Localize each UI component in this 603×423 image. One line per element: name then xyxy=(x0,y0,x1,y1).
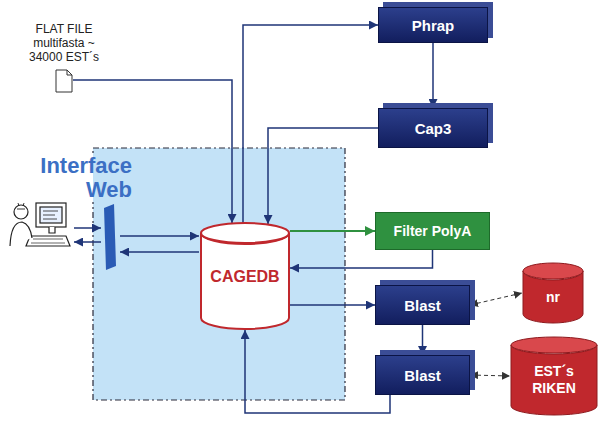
request-arrow xyxy=(74,227,101,229)
node-label: EST´s RIKEN xyxy=(520,363,588,397)
cylinder-top xyxy=(511,337,597,353)
node-label: Blast xyxy=(404,297,441,314)
database-cylinder: CAGEDB xyxy=(200,222,290,330)
process-box: Cap3 xyxy=(378,108,488,148)
node-label: CAGEDB xyxy=(210,268,279,285)
document-page xyxy=(56,70,72,92)
node-label: FLAT FILE multifasta ~ 34000 EST´s xyxy=(18,22,110,64)
node-text-block: EST´s RIKEN xyxy=(520,355,588,397)
node-label: nr xyxy=(546,289,560,306)
query-arrow xyxy=(120,235,199,237)
user-head xyxy=(14,205,28,219)
connector xyxy=(290,304,375,306)
document-fold xyxy=(67,70,72,75)
filter-box: Filter PolyA xyxy=(375,212,490,250)
connector xyxy=(422,325,424,355)
node-text-block: FLAT FILE multifasta ~ 34000 EST´s xyxy=(18,22,110,64)
connector xyxy=(432,43,434,108)
connector xyxy=(268,128,378,224)
web-interface-bar xyxy=(104,204,116,270)
node-text-block: Filter PolyA xyxy=(394,223,472,240)
result-arrow xyxy=(120,251,199,253)
screen xyxy=(40,207,62,223)
user-body xyxy=(10,222,32,246)
connector xyxy=(243,25,378,223)
cylinder-top xyxy=(201,223,289,243)
cylinder-body xyxy=(511,345,597,415)
keyboard xyxy=(26,236,70,246)
screen-lines xyxy=(43,211,58,219)
connector xyxy=(290,230,375,232)
process-box: Phrap xyxy=(378,7,488,43)
connector xyxy=(245,330,390,413)
interface-label: Interface Web xyxy=(30,154,132,202)
keyboard-keys xyxy=(31,239,65,243)
cylinder-body xyxy=(201,233,289,329)
node-text-block: CAGEDB xyxy=(210,268,279,285)
node-label: Blast xyxy=(404,367,441,384)
node-text-block: Phrap xyxy=(412,17,455,34)
node-text-block: Cap3 xyxy=(415,120,452,137)
user-hair xyxy=(17,203,25,209)
node-text-block: Blast xyxy=(404,297,441,314)
connector xyxy=(470,293,522,305)
external-database: nr xyxy=(522,262,584,324)
node-label: Filter PolyA xyxy=(394,223,472,240)
input-file: FLAT FILE multifasta ~ 34000 EST´s xyxy=(18,22,110,94)
monitor-stand xyxy=(49,227,55,233)
external-database: EST´s RIKEN xyxy=(510,336,598,416)
node-label: Cap3 xyxy=(415,120,452,137)
node-text-block: Blast xyxy=(404,367,441,384)
process-box: Blast xyxy=(375,285,470,325)
node-text-block: nr xyxy=(546,281,560,306)
connector xyxy=(470,375,510,376)
monitor xyxy=(36,203,66,227)
response-arrow xyxy=(74,241,101,243)
process-box: Blast xyxy=(375,355,470,395)
cylinder-top xyxy=(523,263,583,279)
document-icon xyxy=(55,69,73,93)
user-computer-icon xyxy=(10,203,70,246)
node-label: Phrap xyxy=(412,17,455,34)
connector xyxy=(290,250,433,268)
